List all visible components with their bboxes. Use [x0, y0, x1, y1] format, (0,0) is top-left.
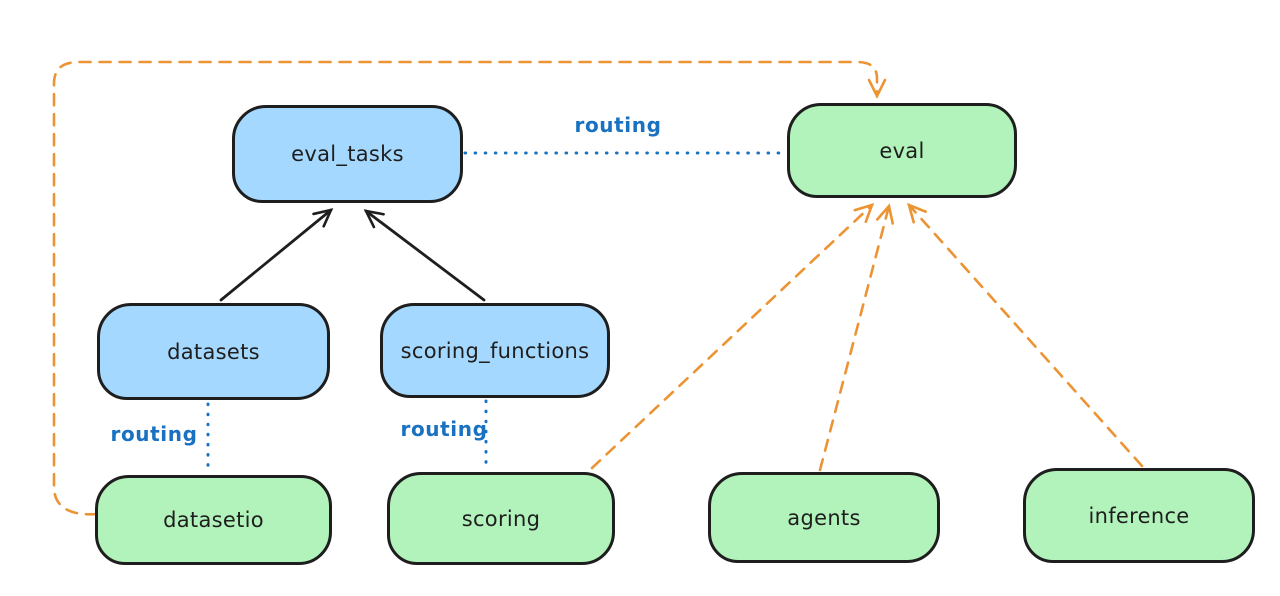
node-datasets: datasets	[97, 303, 330, 400]
edge-datasets-to-eval-tasks	[219, 208, 334, 302]
edge-agents-to-eval	[818, 203, 894, 472]
edge-label-routing-eval-tasks-eval: routing	[574, 113, 662, 137]
node-label: datasets	[167, 339, 260, 364]
edge-scoring-functions-to-eval-tasks	[363, 209, 486, 302]
node-datasetio: datasetio	[95, 475, 332, 565]
node-label: inference	[1088, 503, 1190, 528]
node-label: agents	[787, 505, 861, 530]
node-eval: eval	[787, 103, 1017, 198]
edge-inference-to-eval	[907, 202, 1144, 468]
node-eval-tasks: eval_tasks	[232, 105, 463, 203]
node-label: eval_tasks	[291, 142, 404, 166]
edge-datasetio-to-eval	[52, 60, 887, 516]
node-scoring: scoring	[387, 472, 615, 565]
node-inference: inference	[1023, 468, 1255, 563]
node-label: scoring_functions	[400, 338, 590, 363]
node-label: datasetio	[163, 508, 264, 532]
node-label: eval	[879, 138, 925, 163]
edge-label-routing-scoring-functions-scoring: routing	[400, 417, 488, 441]
node-label: scoring	[461, 506, 541, 531]
edge-label-routing-datasets-datasetio: routing	[110, 422, 198, 446]
edge-scoring-to-eval	[590, 203, 875, 470]
node-agents: agents	[708, 472, 940, 563]
node-scoring-functions: scoring_functions	[380, 303, 610, 398]
